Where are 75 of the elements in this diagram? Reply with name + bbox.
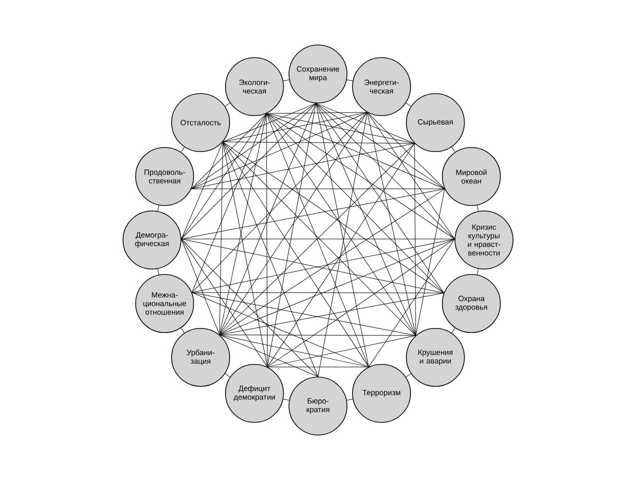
connector-line [180, 328, 185, 334]
connector-line [181, 238, 455, 240]
connector-line [219, 334, 318, 377]
connector-line [222, 103, 316, 142]
connector-line [181, 142, 224, 240]
connector-line [367, 112, 445, 190]
connector-line [181, 188, 445, 240]
connector-line [266, 113, 445, 190]
connector-line [219, 334, 416, 336]
connector-line [266, 113, 444, 294]
connector-line [158, 205, 160, 212]
connector-line [192, 292, 369, 368]
connector-line [219, 112, 368, 336]
connector-line [222, 142, 268, 368]
connector-line [414, 143, 416, 336]
connector-line [224, 373, 230, 378]
connector-line [267, 143, 415, 368]
connector-line [191, 188, 445, 190]
connector-line [192, 292, 416, 336]
connector-line [222, 142, 318, 377]
connector-line [222, 112, 368, 142]
connector-line [181, 103, 316, 240]
connector-line [181, 238, 268, 368]
connector-line [219, 113, 267, 336]
connector-line [266, 112, 368, 114]
connector-line [346, 80, 353, 82]
connector-line [266, 113, 415, 144]
connector-line [316, 103, 444, 294]
connector-line [224, 102, 230, 107]
connector-line [316, 103, 455, 240]
connector-line [346, 398, 353, 401]
connector-line [181, 238, 318, 377]
connector-line [476, 205, 479, 212]
connector-line [406, 373, 412, 378]
connector-line [451, 328, 456, 334]
connector-line [219, 188, 445, 336]
connector-line [191, 103, 316, 190]
connector-line [222, 142, 444, 294]
connector-line [406, 102, 412, 107]
connector-line [191, 112, 368, 190]
connector-line [367, 112, 416, 336]
connector-line [266, 113, 268, 368]
connector-line [192, 113, 267, 293]
connector-line [267, 238, 455, 368]
connector-line [266, 113, 455, 240]
connector-line [283, 398, 290, 401]
connector-line [368, 238, 455, 368]
connector-line [316, 103, 415, 144]
connector-line [316, 103, 416, 336]
connector-line [180, 146, 185, 152]
connector-line [158, 268, 160, 275]
connector-line [191, 113, 267, 190]
connector-line [451, 146, 456, 152]
connector-line [267, 366, 369, 368]
connector-line [267, 103, 316, 368]
connector-line [219, 292, 444, 336]
connector-line [476, 268, 479, 275]
connector-line [219, 103, 316, 336]
connector-line [219, 238, 455, 336]
connector-line [267, 335, 416, 368]
connector-line [219, 334, 369, 368]
connector-line [415, 188, 445, 336]
connector-line [367, 112, 455, 240]
connector-line [222, 142, 415, 144]
connector-line [266, 113, 416, 336]
connector-line [222, 142, 369, 368]
connector-line [316, 103, 445, 190]
connector-line [181, 238, 220, 336]
connector-line [191, 143, 415, 190]
connector-line [181, 113, 267, 240]
connector-line [283, 80, 290, 82]
connector-line [266, 113, 369, 368]
connector-line [192, 292, 444, 294]
connector-line [192, 112, 368, 293]
connector-line [219, 142, 224, 336]
